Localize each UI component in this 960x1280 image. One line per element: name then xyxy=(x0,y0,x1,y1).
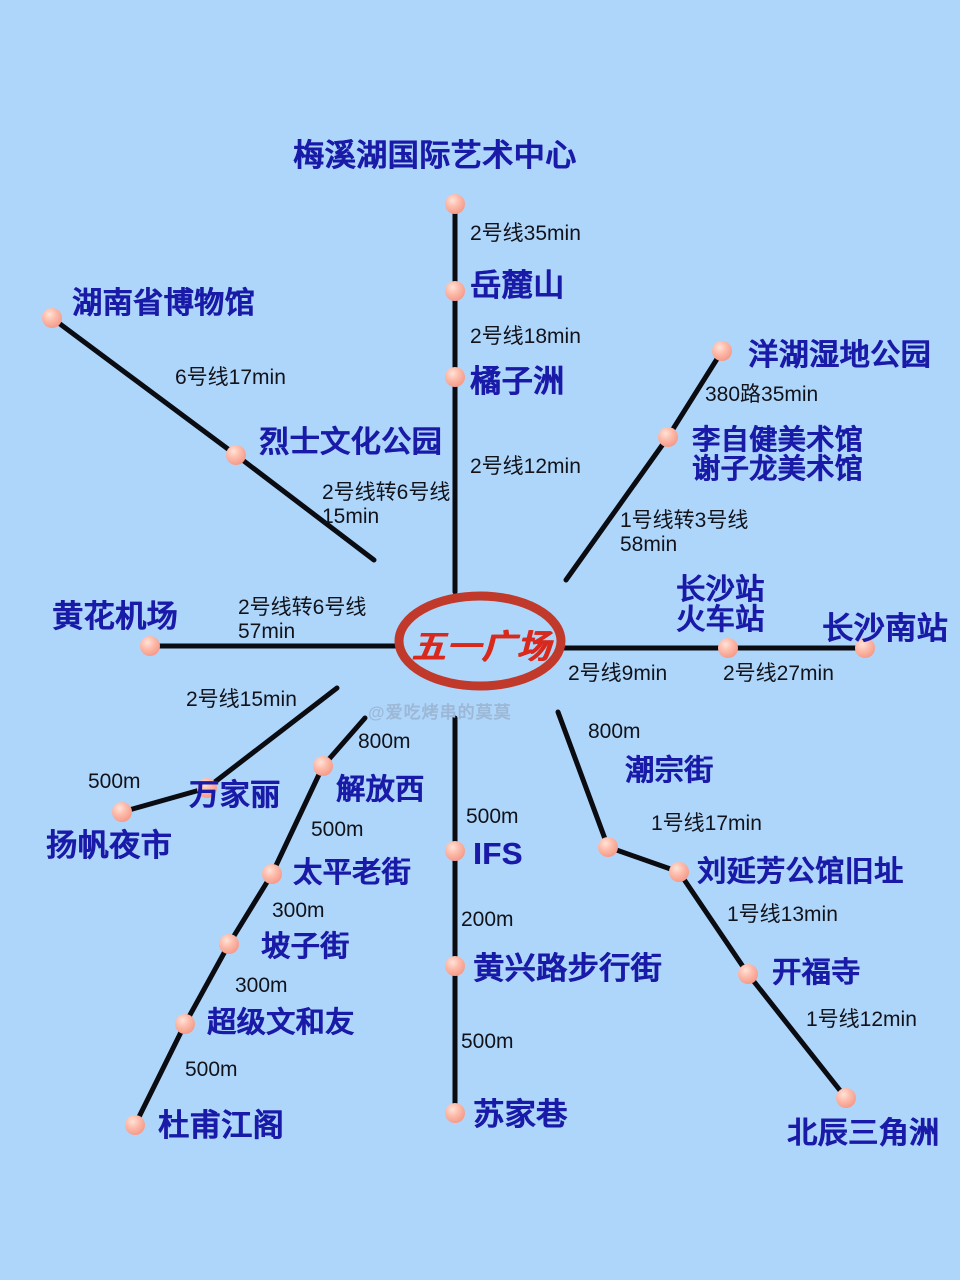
station-label-meixihu[interactable]: 梅溪湖国际艺术中心 xyxy=(293,138,577,173)
edge-wenheyou-dufu xyxy=(132,1021,188,1128)
edge-label-lizijian-yanghu: 380路35min xyxy=(705,383,819,406)
station-label-changsha-nan[interactable]: 长沙南站 xyxy=(822,611,948,646)
edge-taiping-pozi xyxy=(226,871,275,947)
station-dot-dufu[interactable] xyxy=(125,1115,145,1135)
edge-label-hub-lieshi: 2号线转6号线 15min xyxy=(322,481,451,528)
edge-hub-lieshi xyxy=(233,452,377,563)
edge-jiefang-taiping xyxy=(269,763,326,877)
station-dot-yuelushan[interactable] xyxy=(445,281,465,301)
edge-label-wanjiali-yangfan: 500m xyxy=(88,770,141,793)
edge-label-hub-juzizhou: 2号线12min xyxy=(470,455,581,478)
edge-hub-chaozong xyxy=(555,709,611,850)
edge-label-changsha-nanz: 2号线27min xyxy=(723,662,834,685)
station-label-chaozong[interactable]: 潮宗街 xyxy=(625,755,714,787)
station-label-lieshi-park[interactable]: 烈士文化公园 xyxy=(259,426,442,459)
station-label-wanjiali[interactable]: 万家丽 xyxy=(189,779,281,812)
station-dot-changsha-zhan[interactable] xyxy=(718,638,738,658)
station-label-pozijie[interactable]: 坡子街 xyxy=(261,931,350,963)
edge-label-hub-jiefangxi: 800m xyxy=(358,730,411,753)
station-dot-lizijian[interactable] xyxy=(658,427,678,447)
station-dot-sujiaxiang[interactable] xyxy=(445,1103,465,1123)
station-label-kaifusi[interactable]: 开福寺 xyxy=(772,957,861,989)
station-label-juzizhou[interactable]: 橘子洲 xyxy=(470,364,565,399)
edge-label-pozi-wenheyou: 300m xyxy=(235,974,288,997)
station-dot-lieshi-park[interactable] xyxy=(226,445,246,465)
station-dot-wanjiali[interactable] xyxy=(197,778,217,798)
station-dot-kaifusi[interactable] xyxy=(738,964,758,984)
edge-lieshi-museum xyxy=(49,315,239,458)
station-label-changsha-zhan[interactable]: 长沙站 火车站 xyxy=(676,574,765,637)
edge-label-lieshi-museum: 6号线17min xyxy=(175,366,286,389)
edge-label-liu-kaifusi: 1号线13min xyxy=(727,903,838,926)
edge-label-hub-ifs: 500m xyxy=(466,805,519,828)
station-dot-wenheyou[interactable] xyxy=(175,1014,195,1034)
station-dot-liuyanfang[interactable] xyxy=(669,862,689,882)
edge-label-wenheyou-dufu: 500m xyxy=(185,1058,238,1081)
station-label-wenheyou[interactable]: 超级文和友 xyxy=(207,1007,355,1039)
edge-label-kaifusi-beichen: 1号线12min xyxy=(806,1008,917,1031)
station-dot-pozijie[interactable] xyxy=(219,934,239,954)
edge-label-hub-changsha: 2号线9min xyxy=(568,662,668,685)
station-dot-huanghua[interactable] xyxy=(140,636,160,656)
station-label-sujiaxiang[interactable]: 苏家巷 xyxy=(473,1097,568,1132)
station-dot-meixihu[interactable] xyxy=(445,194,465,214)
station-label-dufu[interactable]: 杜甫江阁 xyxy=(158,1108,284,1143)
station-label-yuelushan[interactable]: 岳麓山 xyxy=(470,268,565,303)
hub-ellipse xyxy=(394,591,566,691)
edge-label-ifs-huangxing: 200m xyxy=(461,908,514,931)
edge-kaifusi-beichen xyxy=(745,971,849,1101)
edges-layer xyxy=(49,201,868,1128)
station-label-taiping[interactable]: 太平老街 xyxy=(293,857,412,889)
edge-label-hub-chaozong: 800m xyxy=(588,720,641,743)
edge-hub-jiefangxi xyxy=(320,715,368,769)
station-dot-yanghu[interactable] xyxy=(712,341,732,361)
edge-pozi-wenheyou xyxy=(182,941,232,1027)
station-label-hunan-museum[interactable]: 湖南省博物馆 xyxy=(72,287,255,320)
station-dot-juzizhou[interactable] xyxy=(445,367,465,387)
hub-ellipse-layer xyxy=(394,591,566,691)
station-label-ifs[interactable]: IFS xyxy=(473,836,523,871)
station-dot-changsha-nan[interactable] xyxy=(855,638,875,658)
edge-label-chaozong-liu: 1号线17min xyxy=(651,812,762,835)
edge-liu-kaifusi xyxy=(676,869,751,977)
station-label-yanghu[interactable]: 洋湖湿地公园 xyxy=(748,339,931,372)
station-label-huanghua[interactable]: 黄花机场 xyxy=(52,599,178,634)
edge-label-hub-lizijian: 1号线转3号线 58min xyxy=(620,509,749,556)
station-dot-beichen[interactable] xyxy=(836,1088,856,1108)
station-dot-hunan-museum[interactable] xyxy=(42,308,62,328)
station-label-huangxing[interactable]: 黄兴路步行街 xyxy=(473,951,662,986)
edge-label-hub-huanghua: 2号线转6号线 57min xyxy=(238,596,367,643)
station-label-beichen[interactable]: 北辰三角洲 xyxy=(787,1117,940,1150)
station-dot-chaozong[interactable] xyxy=(598,837,618,857)
station-label-yangfan[interactable]: 扬帆夜市 xyxy=(46,828,172,863)
edge-hub-wanjiali xyxy=(204,685,340,791)
edge-lizijian-yanghu xyxy=(665,348,725,440)
station-dot-ifs[interactable] xyxy=(445,841,465,861)
edge-label-hub-wanjiali: 2号线15min xyxy=(186,688,297,711)
station-dot-huangxing[interactable] xyxy=(445,956,465,976)
edge-hub-lizijian xyxy=(563,434,671,583)
edge-label-taiping-pozi: 300m xyxy=(272,899,325,922)
station-dot-yangfan[interactable] xyxy=(112,802,132,822)
edge-label-yuelu-meixihu: 2号线35min xyxy=(470,222,581,245)
station-label-lizijian[interactable]: 李自健美术馆 谢子龙美术馆 xyxy=(692,424,864,485)
edge-chaozong-liu xyxy=(605,844,682,875)
edge-label-huangxing-sujia: 500m xyxy=(461,1030,514,1053)
edge-wanjiali-yangfan xyxy=(119,785,210,815)
edge-label-juzizhou-yuelu: 2号线18min xyxy=(470,325,581,348)
station-label-jiefangxi[interactable]: 解放西 xyxy=(336,774,425,806)
station-dot-taiping[interactable] xyxy=(262,864,282,884)
nodes-layer xyxy=(42,194,875,1135)
edge-label-jiefang-taiping: 500m xyxy=(311,818,364,841)
station-dot-jiefangxi[interactable] xyxy=(313,756,333,776)
station-label-liuyanfang[interactable]: 刘延芳公馆旧址 xyxy=(697,856,904,888)
hub-label: 五一广场 xyxy=(412,628,552,665)
watermark: @爱吃烤串的莫莫 xyxy=(368,703,512,722)
